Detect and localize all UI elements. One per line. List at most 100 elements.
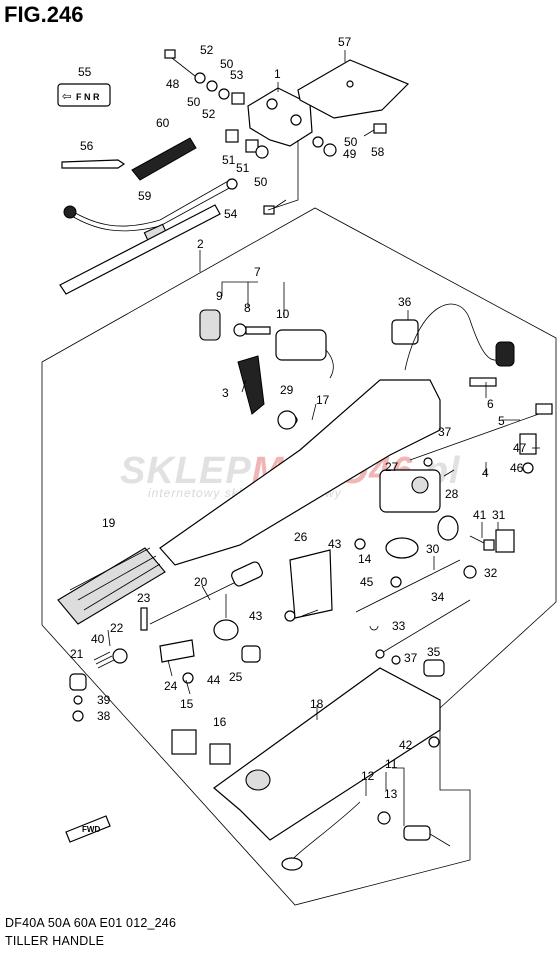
part-12-clip xyxy=(281,857,303,871)
part-60-grip-sleeve xyxy=(131,137,197,181)
callout-4: 4 xyxy=(482,466,489,480)
part-22-cap xyxy=(112,648,128,664)
part-30-link xyxy=(355,559,461,613)
part-43-bolt-b xyxy=(284,610,296,622)
callout-17: 17 xyxy=(316,393,330,407)
part-32-cap xyxy=(463,565,477,579)
part-48-bolt xyxy=(164,49,196,77)
callout-8: 8 xyxy=(244,301,251,315)
part-41-bolt xyxy=(469,535,495,551)
callout-33: 33 xyxy=(392,619,406,633)
callout-20: 20 xyxy=(194,575,208,589)
callout-50: 50 xyxy=(187,95,201,109)
part-38-bolt xyxy=(72,710,84,722)
callout-29: 29 xyxy=(280,383,294,397)
callout-36: 36 xyxy=(398,295,412,309)
part-19-throttle-grip xyxy=(57,547,166,625)
callout-27: 27 xyxy=(385,460,399,474)
callout-49: 49 xyxy=(343,147,357,161)
callout-10: 10 xyxy=(276,307,290,321)
callout-2: 2 xyxy=(197,237,204,251)
callout-19: 19 xyxy=(102,516,116,530)
callout-43-b: 43 xyxy=(249,609,263,623)
callout-15: 15 xyxy=(180,697,194,711)
part-28-roller xyxy=(437,515,459,541)
callout-35: 35 xyxy=(427,645,441,659)
part-54-screw xyxy=(263,199,287,215)
figure-title: FIG.246 xyxy=(4,2,84,27)
part-18-lower-housing xyxy=(213,667,441,841)
part-42-bolt xyxy=(428,736,440,748)
callout-7: 7 xyxy=(254,265,261,279)
callout-50-d: 50 xyxy=(254,175,268,189)
callout-46: 46 xyxy=(510,461,524,475)
part-56-strip xyxy=(61,159,126,169)
fwd-label: FWD xyxy=(82,825,100,834)
part-8-key xyxy=(233,323,271,337)
part-2-tiller-shaft xyxy=(59,204,221,295)
decal-letters: F N R xyxy=(76,92,100,102)
part-50-washer-b xyxy=(218,88,230,100)
part-29-knob xyxy=(277,410,297,430)
callout-38: 38 xyxy=(97,709,111,723)
callout-23: 23 xyxy=(137,591,151,605)
callout-43: 43 xyxy=(328,537,342,551)
group-outline xyxy=(41,207,557,906)
part-31-plate xyxy=(495,529,515,553)
callout-42: 42 xyxy=(399,738,413,752)
callout-11: 11 xyxy=(385,757,398,771)
part-50-washer xyxy=(194,72,206,84)
part-37-clip-b xyxy=(423,457,433,467)
part-37-clip xyxy=(391,655,401,665)
part-40-spring xyxy=(93,651,115,669)
part-26-bracket xyxy=(289,549,333,619)
callout-53: 53 xyxy=(230,68,244,82)
part-15-switch xyxy=(171,729,197,755)
part-33-clip xyxy=(369,625,379,631)
callout-labels: 1 2 3 4 5 6 7 8 9 10 11 12 13 14 15 16 1… xyxy=(70,35,527,801)
callout-37: 37 xyxy=(438,425,452,439)
part-49-nut xyxy=(323,143,337,157)
callout-14: 14 xyxy=(358,552,372,566)
harness-wire xyxy=(404,303,506,371)
part-11-stop-switch xyxy=(403,825,451,847)
callout-13: 13 xyxy=(384,787,398,801)
callout-59: 59 xyxy=(138,189,152,203)
part-21-stopper xyxy=(69,673,87,691)
part-14-knob-cap xyxy=(385,537,419,559)
callout-52: 52 xyxy=(200,43,214,57)
decal-shift: ⇦ F N R xyxy=(57,83,111,107)
callout-34: 34 xyxy=(431,590,445,604)
callout-50-c: 50 xyxy=(344,135,358,149)
callout-56: 56 xyxy=(80,139,94,153)
callout-52-b: 52 xyxy=(202,107,216,121)
decal-arrow: ⇦ xyxy=(62,91,72,103)
part-24-bracket xyxy=(159,639,195,663)
callout-48: 48 xyxy=(166,77,180,91)
callout-12: 12 xyxy=(361,769,375,783)
callout-55: 55 xyxy=(78,65,92,79)
part-53-collar xyxy=(231,92,245,105)
part-9-switch-cap xyxy=(199,309,221,341)
figure-name: TILLER HANDLE xyxy=(5,934,105,948)
callout-24: 24 xyxy=(164,679,178,693)
callout-51-b: 51 xyxy=(236,161,250,175)
part-6-stop-plug xyxy=(469,377,497,387)
part-5-throttle-cable xyxy=(409,403,553,461)
part-50-washer-c xyxy=(255,145,269,159)
callout-26: 26 xyxy=(294,530,308,544)
callout-25: 25 xyxy=(229,670,243,684)
fwd-arrow: FWD xyxy=(65,815,111,843)
callout-5: 5 xyxy=(498,414,505,428)
part-57-cover xyxy=(297,59,410,119)
part-58-bolt xyxy=(363,123,387,137)
part-44-bolt xyxy=(182,672,194,684)
callout-58: 58 xyxy=(371,145,385,159)
callout-40: 40 xyxy=(91,632,105,646)
part-46-bolt xyxy=(522,462,534,474)
callout-31: 31 xyxy=(492,508,506,522)
part-20-friction-rod xyxy=(149,561,263,625)
part-3-lever xyxy=(237,355,265,415)
leader-lines xyxy=(107,50,540,826)
